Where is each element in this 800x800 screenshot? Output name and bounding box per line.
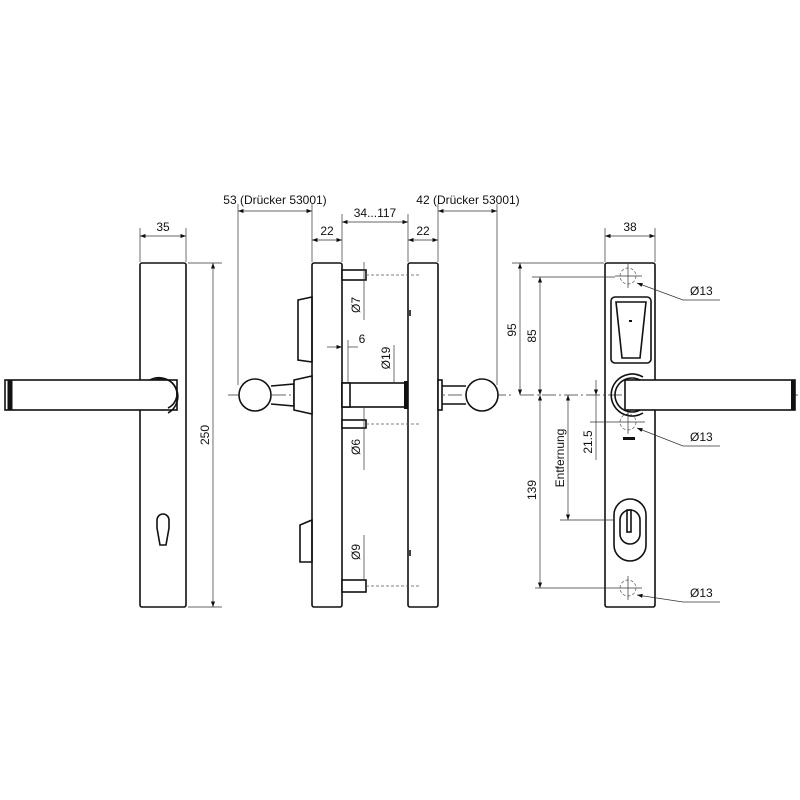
- dim-door-thickness: 34...117: [354, 206, 397, 220]
- dim-width: 35: [156, 220, 170, 234]
- lever-handle: [4, 379, 178, 411]
- dim-width-outer: 38: [623, 220, 637, 234]
- lever-knob-left: [238, 378, 272, 412]
- dim-bolt-bottom: Ø9: [349, 544, 363, 560]
- dim-bolt-mid: Ø6: [349, 439, 363, 455]
- backplate: [139, 262, 187, 608]
- dim-height: 250: [198, 425, 212, 445]
- dim-21-5: 21.5: [581, 430, 595, 454]
- front-view-right: Ø13 Ø13 Ø13 38 95 85 139 Entfernung 21.5: [505, 220, 798, 608]
- hole-label-mid: Ø13: [690, 430, 713, 444]
- hole-label-bottom: Ø13: [690, 586, 713, 600]
- dim-offset: 6: [359, 332, 366, 346]
- dim-95: 95: [505, 323, 519, 337]
- dim-139: 139: [525, 480, 539, 500]
- cylinder-rosette: [613, 498, 647, 562]
- dim-plate-right: 22: [416, 224, 430, 238]
- cylinder-keyhole: [156, 513, 170, 546]
- lever-knob-right: [465, 378, 499, 412]
- dim-lever-right: 42 (Drücker 53001): [416, 193, 519, 207]
- inner-plate: [311, 262, 343, 608]
- dim-bolt-top: Ø7: [349, 297, 363, 313]
- outer-plate: [407, 262, 439, 608]
- dim-distance-label: Entfernung: [553, 429, 567, 488]
- dim-85: 85: [525, 329, 539, 343]
- dim-lever-left: 53 (Drücker 53001): [223, 193, 326, 207]
- dim-plate-left: 22: [320, 224, 334, 238]
- mounting-holes: [535, 264, 645, 600]
- spindle: [341, 382, 407, 408]
- front-view-left: 35 250: [4, 220, 222, 608]
- side-view: 53 (Drücker 53001) 42 (Drücker 53001) 34…: [223, 193, 520, 608]
- button-profile: [297, 296, 313, 363]
- lever-handle-outer: [624, 379, 796, 411]
- hole-label-top: Ø13: [690, 284, 713, 298]
- dim-spindle: Ø19: [379, 346, 393, 369]
